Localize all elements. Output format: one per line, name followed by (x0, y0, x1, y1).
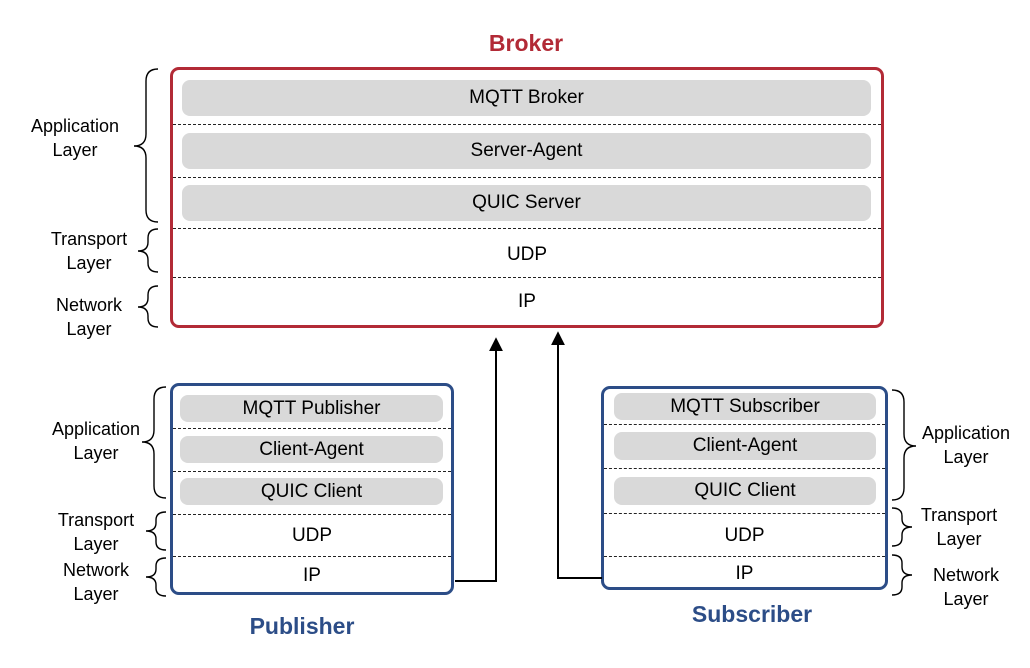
subscriber-agent-layer: Client-Agent (614, 432, 876, 460)
publisher-transport-label: Transport Layer (57, 510, 135, 554)
layer-divider (173, 556, 451, 557)
publisher-application-label: Application Layer (51, 419, 141, 463)
layer-divider (173, 228, 881, 229)
layer-divider (604, 513, 885, 514)
subscriber-mqtt-layer: MQTT Subscriber (614, 393, 876, 420)
layer-divider (173, 514, 451, 515)
layer-divider (173, 124, 881, 125)
publisher-udp-layer: UDP (291, 525, 333, 546)
subscriber-network-label: Network Layer (932, 565, 999, 609)
subscriber-title: Subscriber (691, 601, 813, 627)
publisher-agent-layer: Client-Agent (180, 436, 443, 463)
brace-icon (133, 68, 159, 223)
publisher-mqtt-layer: MQTT Publisher (180, 395, 443, 422)
broker-transport-label: Transport Layer (50, 229, 128, 273)
broker-mqtt-layer: MQTT Broker (182, 80, 871, 116)
subscriber-udp-layer: UDP (724, 525, 765, 546)
publisher-box: MQTT Publisher Client-Agent QUIC Client … (170, 383, 454, 595)
broker-quic-layer: QUIC Server (182, 185, 871, 221)
broker-application-label: Application Layer (30, 116, 120, 160)
layer-divider (173, 277, 881, 278)
publisher-quic-layer: QUIC Client (180, 478, 443, 505)
brace-icon (891, 554, 913, 596)
broker-agent-layer: Server-Agent (182, 133, 871, 169)
broker-ip-layer: IP (518, 291, 536, 312)
publisher-ip-layer: IP (303, 565, 321, 586)
subscriber-transport-label: Transport Layer (920, 505, 998, 549)
subscriber-quic-layer: QUIC Client (614, 477, 876, 505)
layer-divider (173, 471, 451, 472)
layer-divider (604, 556, 885, 557)
publisher-network-label: Network Layer (62, 560, 129, 604)
publisher-title: Publisher (249, 613, 355, 639)
publisher-to-broker-arrow (455, 337, 503, 582)
layer-divider (173, 428, 451, 429)
broker-title: Broker (488, 30, 564, 56)
layer-divider (604, 468, 885, 469)
subscriber-box: MQTT Subscriber Client-Agent QUIC Client… (601, 386, 888, 590)
subscriber-to-broker-arrow (551, 331, 602, 579)
layer-divider (173, 177, 881, 178)
layer-divider (604, 424, 885, 425)
broker-udp-layer: UDP (506, 244, 548, 265)
broker-box: MQTT Broker Server-Agent QUIC Server UDP… (170, 67, 884, 328)
subscriber-application-label: Application Layer (921, 423, 1011, 467)
broker-network-label: Network Layer (55, 295, 122, 339)
subscriber-ip-layer: IP (735, 563, 754, 584)
